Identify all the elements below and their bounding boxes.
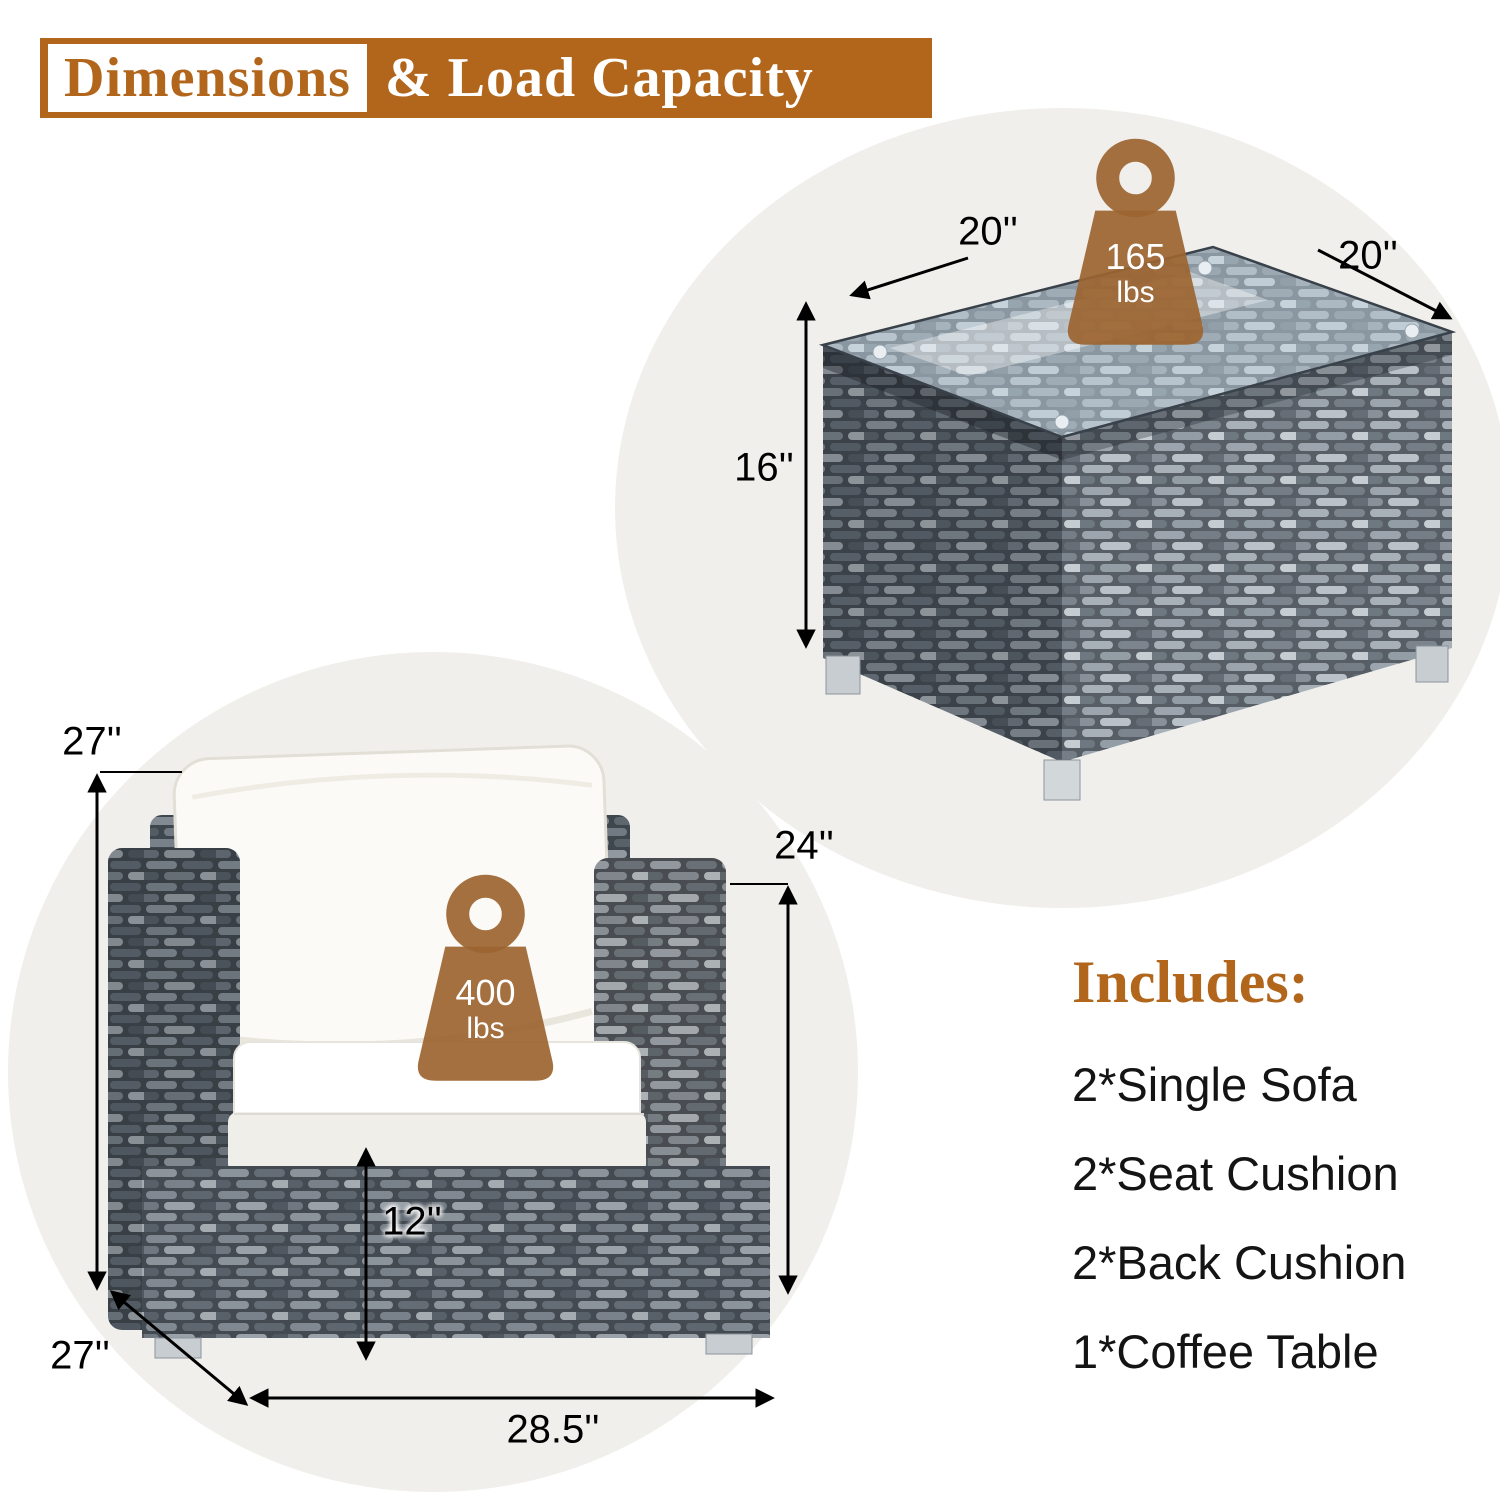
glass-screw [1404, 323, 1420, 339]
includes-item-seat-cushion: 2*Seat Cushion [1072, 1147, 1399, 1200]
weight-ring [446, 874, 525, 954]
sofa-dimension-arrows [87, 771, 798, 1408]
sofa-load-text: 400 lbs [388, 971, 583, 1045]
table-leg [1043, 759, 1081, 801]
table-left-face [823, 345, 1062, 762]
banner-title-dimensions: Dimensions [64, 47, 351, 109]
glass-screw [1054, 414, 1070, 430]
table-leg [1415, 645, 1449, 683]
table-front-rim [823, 345, 1062, 460]
includes-heading: Includes: [1072, 949, 1309, 1015]
glass-screw [872, 344, 888, 360]
sofa-seat-cushion-front [228, 1112, 646, 1174]
sofa-foot [705, 1333, 753, 1355]
table-leg [825, 655, 861, 695]
table-load-text: 165 lbs [1038, 235, 1233, 309]
table-load-capacity-icon: 165 lbs [1038, 132, 1233, 362]
includes-item-back-cushion: 2*Back Cushion [1072, 1236, 1407, 1289]
sofa-seat-height-label: 12'' [382, 1199, 442, 1244]
table-top-width-label: 20'' [958, 209, 1018, 254]
table-load-unit: lbs [1116, 275, 1155, 309]
sofa-depth-label: 27'' [50, 1333, 110, 1378]
weight-icon [1067, 138, 1204, 345]
table-dimension-arrows [796, 248, 1453, 649]
includes-item-coffee-table: 1*Coffee Table [1072, 1325, 1379, 1378]
table-height-label: 16'' [734, 445, 794, 490]
table-right-rim [1062, 332, 1452, 460]
weight-body [1067, 210, 1204, 345]
table-load-value: 165 [1105, 235, 1166, 277]
sofa-depth-arrow [109, 1290, 249, 1406]
sofa-load-capacity-icon: 400 lbs [388, 868, 583, 1098]
sofa-width-label: 28.5'' [506, 1407, 600, 1452]
weight-body [417, 946, 554, 1081]
title-banner: Dimensions & Load Capacity [40, 38, 932, 118]
weight-icon [417, 874, 554, 1081]
sofa-base-shade [142, 1166, 770, 1338]
glass-screw [1197, 260, 1213, 276]
banner-highlight-box: Dimensions [48, 44, 367, 112]
weight-ring [1096, 138, 1175, 218]
sofa-total-height-label: 27'' [62, 719, 122, 764]
table-right-face-shade [1062, 332, 1452, 762]
banner-title-load-capacity: & Load Capacity [384, 47, 814, 109]
table-top-depth-label: 20'' [1338, 233, 1398, 278]
sofa-load-value: 400 [455, 971, 516, 1013]
back-cushion-top-crease [191, 772, 593, 800]
table-right-face [1062, 332, 1452, 762]
table-left-face-shade [823, 345, 1062, 762]
includes-section: Includes: 2*Single Sofa 2*Seat Cushion 2… [1072, 948, 1500, 1413]
table-depth-arrow [1317, 248, 1453, 320]
includes-item-single-sofa: 2*Single Sofa [1072, 1058, 1357, 1111]
sofa-load-unit: lbs [466, 1011, 505, 1045]
table-width-arrow [849, 256, 969, 300]
sofa-back-height-label: 24'' [774, 823, 834, 868]
